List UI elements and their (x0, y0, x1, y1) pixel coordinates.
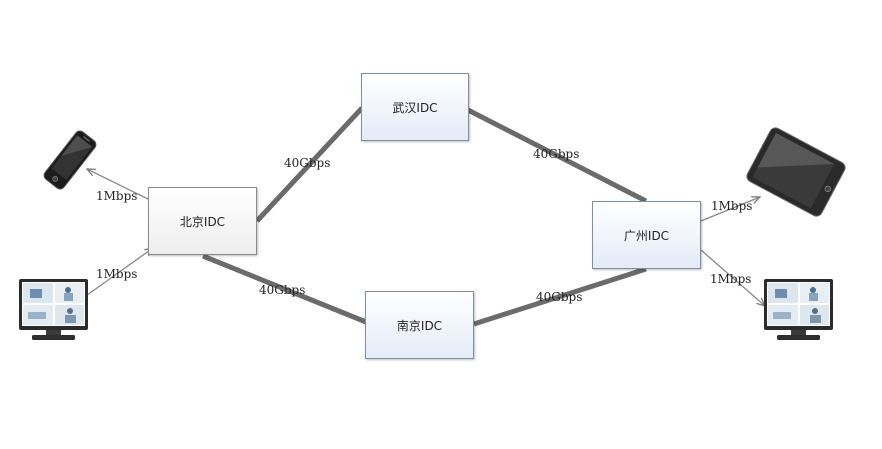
smartphone-icon (43, 130, 97, 190)
node-nanjing-idc: 南京IDC (365, 291, 474, 359)
node-nanjing-label: 南京IDC (396, 318, 443, 333)
link-nanjing-guangzhou (473, 266, 647, 327)
link-beijing-nanjing (202, 253, 367, 325)
node-beijing-idc: 北京IDC (148, 187, 257, 255)
node-wuhan-idc: 武汉IDC (361, 73, 469, 141)
link-beijing-monitor (82, 248, 153, 299)
link-wuhan-guangzhou (466, 107, 648, 204)
label-nanjing-guangzhou: 40Gbps (536, 290, 583, 304)
link-guangzhou-tablet (700, 197, 760, 222)
label-guangzhou-monitor: 1Mbps (710, 272, 752, 286)
label-beijing-monitor: 1Mbps (96, 267, 138, 281)
label-beijing-phone: 1Mbps (96, 189, 138, 203)
node-guangzhou-idc: 广州IDC (592, 201, 701, 269)
link-beijing-wuhan (255, 106, 364, 223)
label-beijing-nanjing: 40Gbps (259, 283, 306, 297)
node-guangzhou-label: 广州IDC (623, 228, 670, 243)
monitor-icon (19, 279, 88, 340)
link-beijing-phone (87, 169, 149, 200)
node-beijing-label: 北京IDC (179, 214, 226, 229)
label-guangzhou-tablet: 1Mbps (711, 199, 753, 213)
label-beijing-wuhan: 40Gbps (284, 156, 331, 170)
node-wuhan-label: 武汉IDC (392, 100, 438, 115)
label-wuhan-guangzhou: 40Gbps (533, 147, 580, 161)
link-guangzhou-monitor (700, 249, 765, 306)
tablet-icon (746, 127, 846, 217)
monitor-icon (764, 279, 833, 340)
